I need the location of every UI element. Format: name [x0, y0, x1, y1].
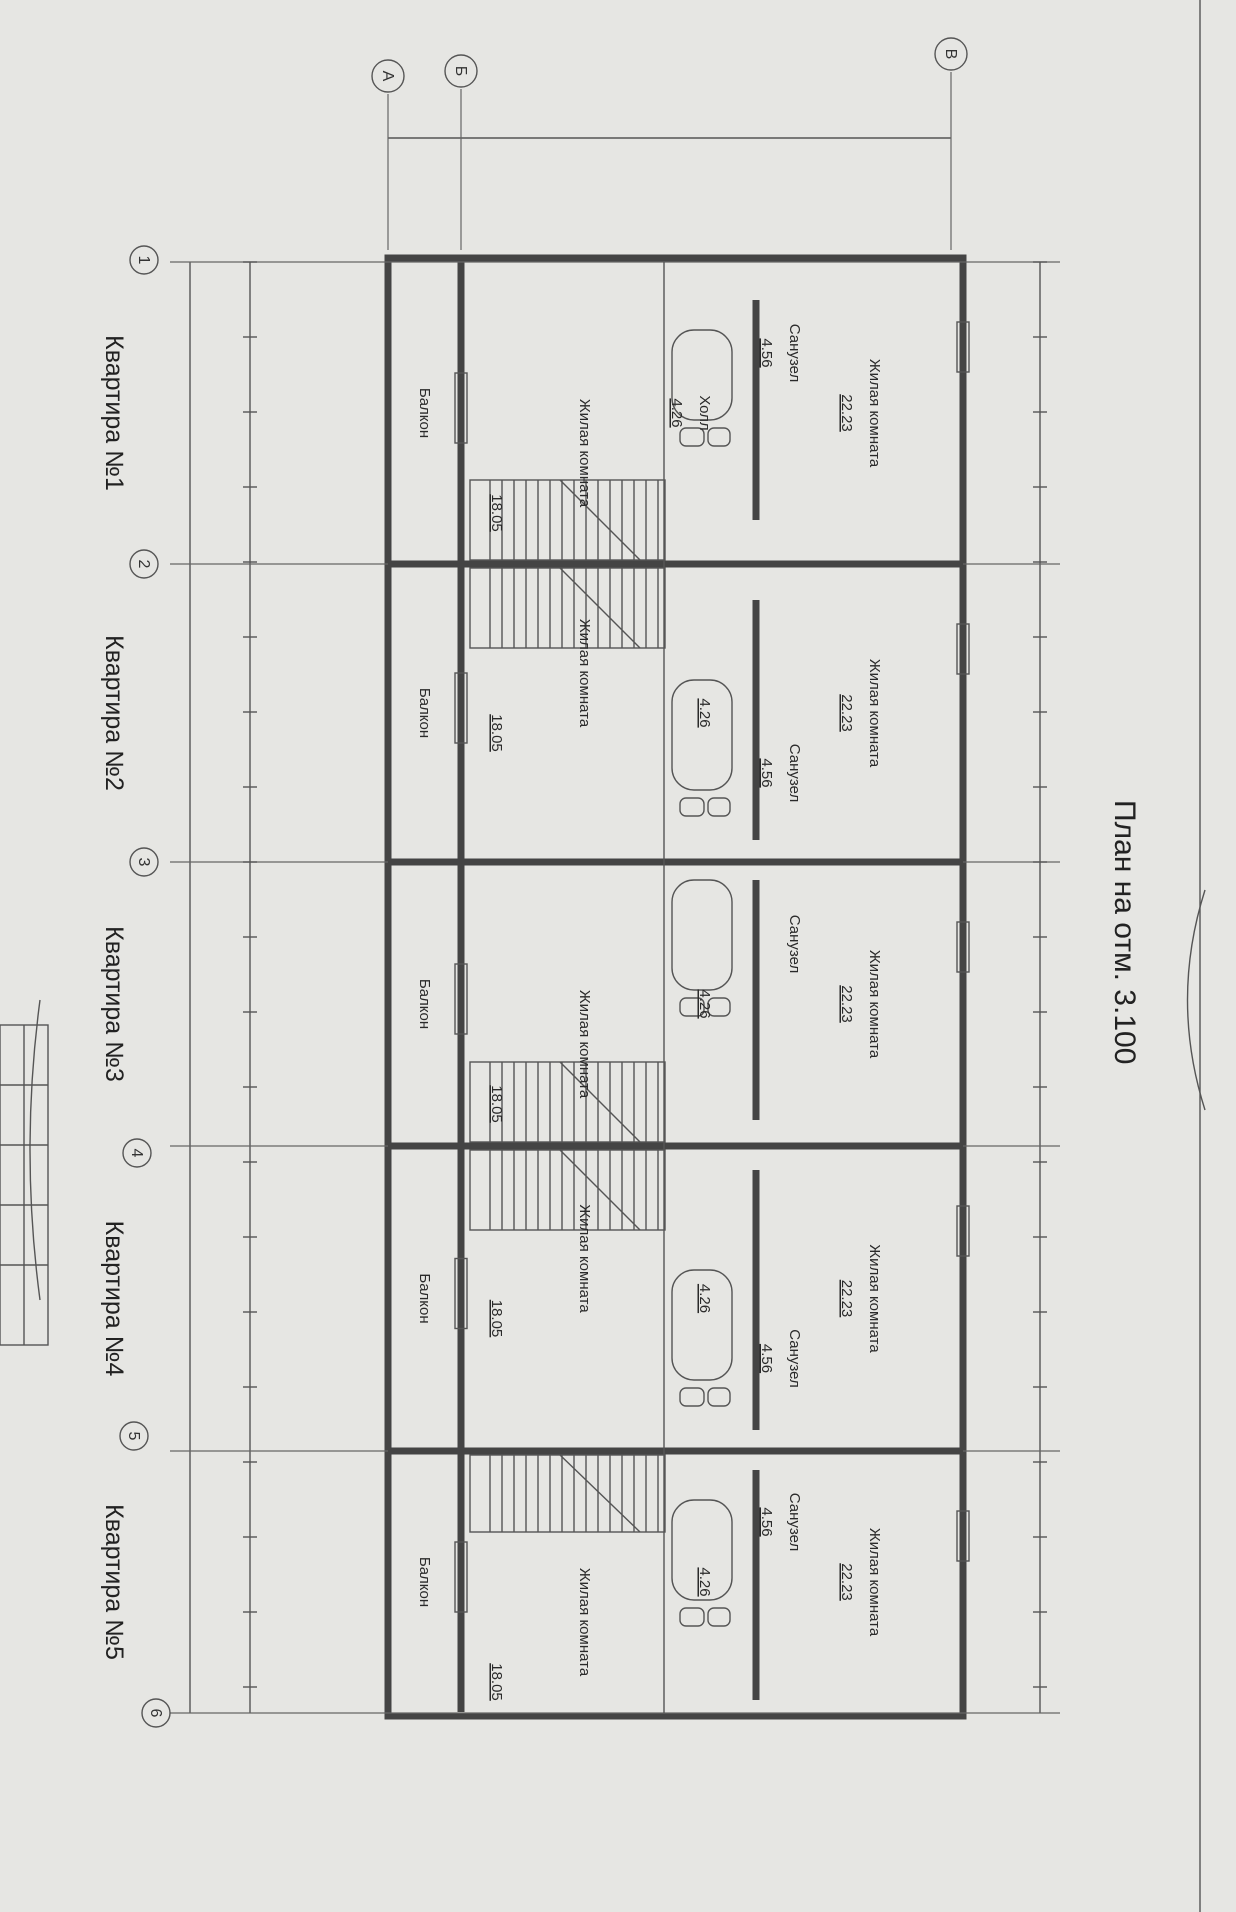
room-area: 4.26 — [696, 698, 713, 727]
room-area: 22.23 — [838, 694, 855, 732]
room-name: Жилая комната — [866, 659, 883, 768]
window — [956, 1510, 970, 1562]
axis-marker-circle — [371, 59, 405, 93]
axis-number-label: 3 — [135, 858, 152, 867]
room-area: 4.26 — [696, 1567, 713, 1596]
axis-marker-circle — [122, 1138, 152, 1168]
room-area: 4.56 — [758, 758, 775, 787]
sink — [707, 1607, 731, 1627]
room-name: Жилая комната — [866, 950, 883, 1059]
room-name: Жилая комната — [576, 1204, 593, 1313]
apartment-label: Квартира №5 — [100, 1504, 128, 1660]
bathtub — [671, 1269, 733, 1381]
axis-marker-circle — [934, 37, 968, 71]
room-name: Санузел — [786, 324, 803, 382]
building-outer-wall — [384, 254, 967, 1720]
room-name: Жилая комната — [866, 1244, 883, 1353]
room-name: Жилая комната — [866, 359, 883, 468]
room-area: 18.05 — [488, 714, 505, 752]
apartment-label: Квартира №2 — [100, 635, 128, 791]
balcony-door — [454, 372, 468, 444]
balcony-door — [454, 1541, 468, 1613]
toilet — [679, 427, 705, 447]
room-name: Жилая комната — [576, 619, 593, 728]
axis-number-label: 6 — [147, 1709, 164, 1718]
bathtub — [671, 329, 733, 421]
room-name: Жилая комната — [576, 990, 593, 1099]
apartment-label: Квартира №4 — [100, 1221, 128, 1377]
balcony-door — [454, 672, 468, 744]
room-area: 18.05 — [488, 1300, 505, 1338]
staircase — [469, 479, 666, 561]
room-name: Балкон — [416, 688, 433, 738]
staircase — [469, 1149, 666, 1231]
sink — [707, 1387, 731, 1407]
room-area: 18.05 — [488, 1085, 505, 1123]
balcony-door — [454, 1257, 468, 1330]
title-block-table — [0, 1024, 49, 1346]
axis-marker-circle — [129, 847, 159, 877]
axis-marker-circle — [444, 54, 478, 88]
room-area: 22.23 — [838, 1563, 855, 1601]
room-name: Жилая комната — [576, 399, 593, 508]
room-area: 4.56 — [758, 1507, 775, 1536]
room-name: Жилая комната — [576, 1568, 593, 1677]
window — [956, 1205, 970, 1257]
room-area: 4.56 — [758, 338, 775, 367]
room-area: 18.05 — [488, 494, 505, 532]
toilet — [679, 1387, 705, 1407]
sheet-fold-curve — [1186, 889, 1206, 1111]
room-name: Балкон — [416, 388, 433, 438]
window — [956, 921, 970, 973]
staircase — [469, 1061, 666, 1143]
axis-marker-circle — [119, 1421, 149, 1451]
sheet-fold-curve-left — [29, 999, 41, 1301]
room-name: Санузел — [786, 1493, 803, 1551]
plan-title: План на отм. 3.100 — [1108, 800, 1141, 1064]
room-name: Балкон — [416, 1273, 433, 1323]
apartment-label: Квартира №3 — [100, 926, 128, 1082]
toilet — [679, 1607, 705, 1627]
window — [956, 623, 970, 675]
sink — [707, 797, 731, 817]
sink — [707, 427, 731, 447]
bathtub — [671, 879, 733, 991]
staircase — [469, 567, 666, 649]
window — [956, 321, 970, 373]
axis-marker-circle — [129, 245, 159, 275]
room-area: 4.26 — [668, 398, 685, 427]
axis-number-label: 2 — [135, 560, 152, 569]
axis-marker-circle — [141, 1698, 171, 1728]
room-name: Жилая комната — [866, 1528, 883, 1637]
axis-marker-circle — [129, 549, 159, 579]
room-area: 22.23 — [838, 1280, 855, 1318]
axis-letter-label: А — [379, 71, 396, 82]
axis-number-label: 5 — [125, 1432, 142, 1441]
room-area: 22.23 — [838, 394, 855, 432]
room-name: Холл — [696, 395, 713, 430]
axis-number-label: 1 — [135, 256, 152, 265]
sink — [707, 997, 731, 1017]
room-area: 4.56 — [758, 1344, 775, 1373]
room-name: Санузел — [786, 744, 803, 802]
axis-letter-label: В — [942, 49, 959, 60]
room-name: Балкон — [416, 1557, 433, 1607]
room-area: 4.26 — [696, 989, 713, 1018]
staircase — [469, 1454, 666, 1533]
room-area: 22.23 — [838, 985, 855, 1023]
room-area: 18.05 — [488, 1663, 505, 1701]
toilet — [679, 997, 705, 1017]
balcony-door — [454, 963, 468, 1035]
room-name: Санузел — [786, 915, 803, 973]
apartment-label: Квартира №1 — [100, 335, 128, 491]
axis-letter-label: Б — [452, 66, 469, 77]
bathtub — [671, 1499, 733, 1601]
room-name: Балкон — [416, 979, 433, 1029]
axis-number-label: 4 — [128, 1149, 145, 1158]
room-area: 4.26 — [696, 1284, 713, 1313]
room-name: Санузел — [786, 1329, 803, 1387]
bathtub — [671, 679, 733, 791]
toilet — [679, 797, 705, 817]
